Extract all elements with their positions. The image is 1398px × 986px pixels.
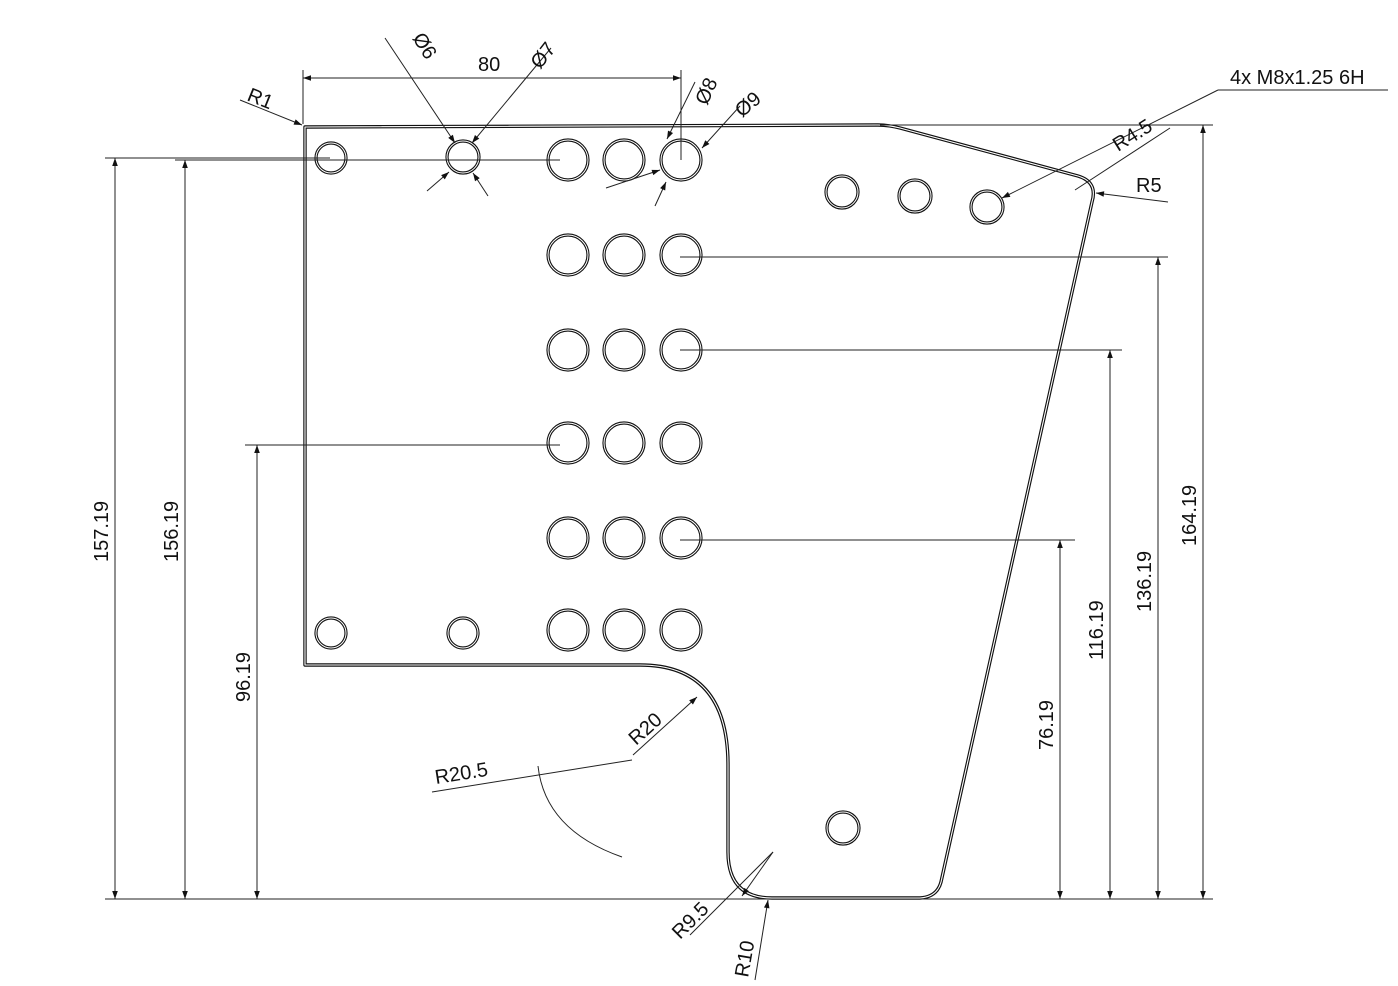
dim-r5: R5 <box>1136 175 1162 197</box>
hole <box>603 139 645 181</box>
dim-r1: R1 <box>244 84 276 114</box>
hole <box>547 329 589 371</box>
extension-lines <box>105 70 1213 900</box>
dim-164-19: 164.19 <box>1179 485 1201 546</box>
dim-dia9: Ø9 <box>731 88 766 122</box>
hole <box>547 517 589 559</box>
hole <box>660 234 702 276</box>
hole <box>603 422 645 464</box>
dim-r10: R10 <box>731 939 759 979</box>
dim-r4-5: R4.5 <box>1109 115 1156 156</box>
hole <box>547 234 589 276</box>
hole <box>446 140 480 174</box>
hole <box>970 190 1004 224</box>
dim-dia6: Ø6 <box>408 29 441 63</box>
dim-116-19: 116.19 <box>1086 600 1108 660</box>
hole <box>315 617 347 649</box>
hole <box>660 422 702 464</box>
hole <box>603 234 645 276</box>
dim-96-19: 96.19 <box>233 652 255 702</box>
hole <box>547 609 589 651</box>
hole <box>826 811 860 845</box>
hole <box>547 422 589 464</box>
hole <box>825 175 859 209</box>
dimension-lines <box>112 37 1388 981</box>
hole <box>660 517 702 559</box>
hole <box>603 329 645 371</box>
dim-157-19: 157.19 <box>91 501 113 562</box>
thread-callout: 4x M8x1.25 6H <box>1230 67 1365 89</box>
dim-76-19: 76.19 <box>1036 700 1058 750</box>
dim-dia7: Ø7 <box>527 39 561 74</box>
hole <box>447 617 479 649</box>
hole <box>603 609 645 651</box>
part-outline <box>303 123 1096 900</box>
hole <box>898 179 932 213</box>
dim-156-19: 156.19 <box>161 501 183 562</box>
dim-r20: R20 <box>625 709 667 750</box>
hole <box>660 609 702 651</box>
dim-80: 80 <box>478 54 500 76</box>
hole <box>603 517 645 559</box>
dim-dia8: Ø8 <box>691 75 722 108</box>
holes <box>314 138 1005 846</box>
dim-136-19: 136.19 <box>1134 551 1156 612</box>
dim-r9-5: R9.5 <box>668 898 713 943</box>
